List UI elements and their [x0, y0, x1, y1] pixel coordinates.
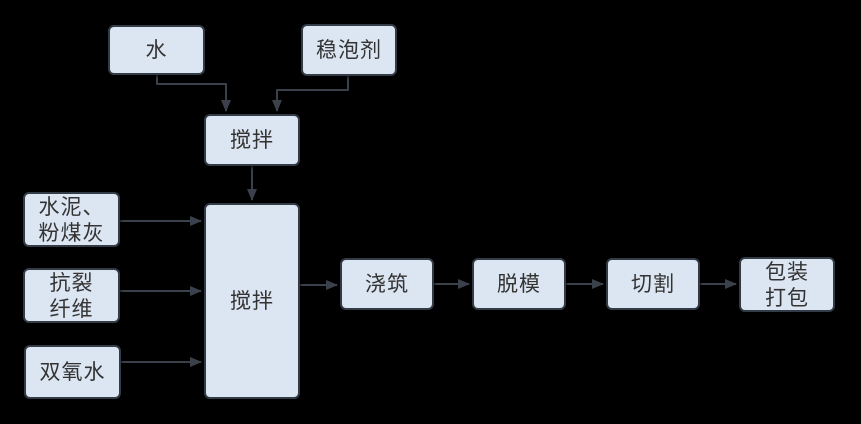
node-demolding: 脱模 [472, 258, 566, 310]
node-water-label: 水 [145, 38, 168, 62]
node-mixing-main-label: 搅拌 [230, 289, 274, 313]
node-pouring: 浇筑 [340, 258, 434, 310]
edge-stabilizer-to-mix-top [272, 76, 349, 112]
node-cement-flyash: 水泥、 粉煤灰 [23, 192, 120, 247]
node-water: 水 [108, 25, 205, 75]
node-packaging: 包装 打包 [739, 257, 835, 312]
node-mixing-main: 搅拌 [204, 203, 300, 399]
node-cement-flyash-label-line2: 粉煤灰 [38, 220, 105, 245]
node-mixing-top-label: 搅拌 [230, 128, 274, 152]
node-mixing-top: 搅拌 [204, 114, 300, 166]
node-cutting: 切割 [606, 258, 700, 310]
node-packaging-label-line1: 包装 [765, 259, 809, 284]
node-cement-flyash-label-line1: 水泥、 [38, 194, 105, 219]
node-foam-stabilizer-label: 稳泡剂 [316, 38, 382, 62]
node-hydrogen-peroxide: 双氧水 [24, 345, 121, 399]
node-foam-stabilizer: 稳泡剂 [301, 24, 397, 76]
node-pouring-label: 浇筑 [365, 272, 409, 296]
edge-water-to-mix-top [156, 75, 231, 112]
node-hydrogen-peroxide-label: 双氧水 [39, 360, 106, 384]
node-cutting-label: 切割 [631, 272, 675, 296]
node-demolding-label: 脱模 [497, 272, 541, 296]
node-anticrack-fiber: 抗裂 纤维 [23, 268, 120, 323]
node-packaging-label-line2: 打包 [765, 285, 809, 310]
node-anticrack-fiber-label-line2: 纤维 [49, 296, 94, 321]
node-anticrack-fiber-label-line1: 抗裂 [49, 270, 94, 295]
